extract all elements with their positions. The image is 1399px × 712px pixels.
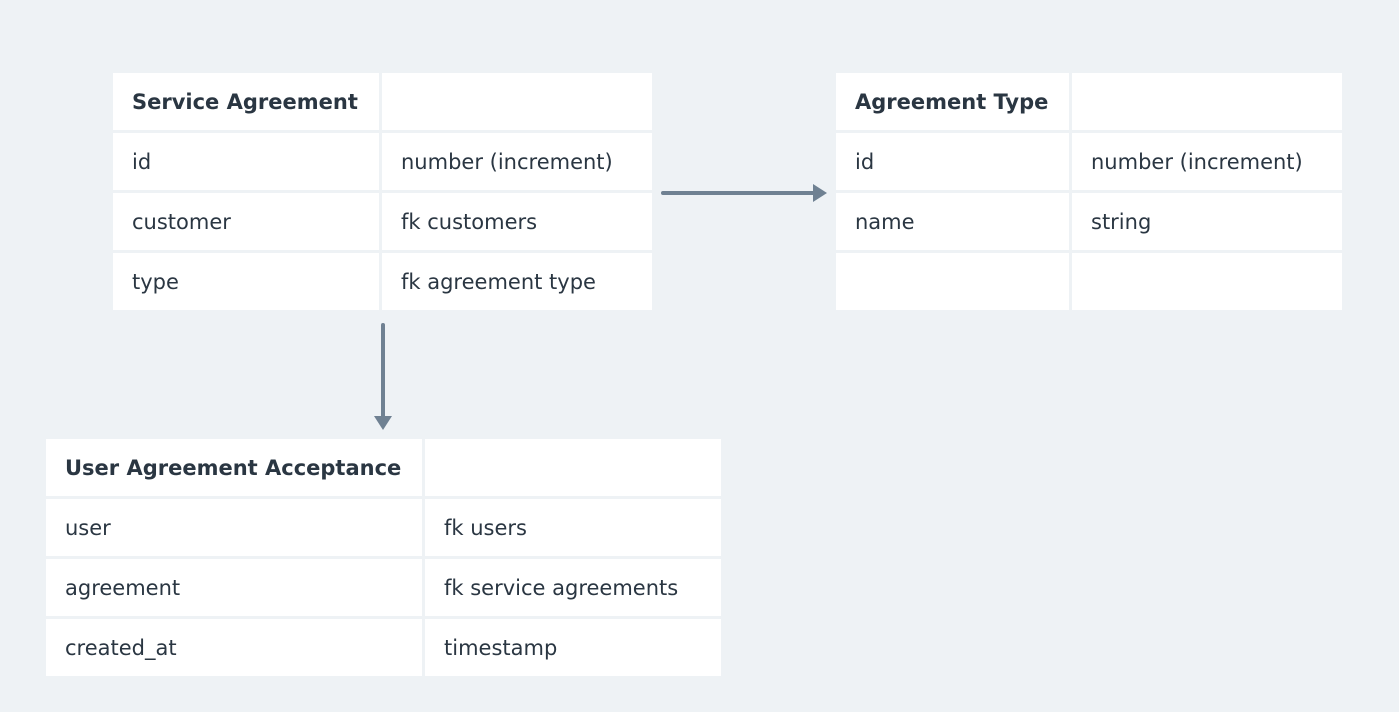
entity-service-agreement[interactable]: Service Agreement id number (increment) … [113,73,652,310]
entity-user-agreement-acceptance[interactable]: User Agreement Acceptance user fk users … [46,439,721,676]
field-type: fk customers [382,193,652,250]
entity-title: User Agreement Acceptance [46,439,422,496]
field-type: fk service agreements [425,559,721,616]
entity-title: Service Agreement [113,73,379,130]
field-type: fk users [425,499,721,556]
field-name [836,253,1069,310]
entity-agreement-type[interactable]: Agreement Type id number (increment) nam… [836,73,1342,310]
field-type: fk agreement type [382,253,652,310]
field-name: id [836,133,1069,190]
field-name: user [46,499,422,556]
connector-service-to-agreement-type [661,184,827,202]
entity-title-spacer [425,439,721,496]
field-type: number (increment) [1072,133,1342,190]
field-name: created_at [46,619,422,676]
arrowhead-down-icon [374,416,392,430]
arrowhead-right-icon [813,184,827,202]
field-type: number (increment) [382,133,652,190]
field-name: agreement [46,559,422,616]
field-name: id [113,133,379,190]
field-type: string [1072,193,1342,250]
field-name: customer [113,193,379,250]
connector-service-to-user-acceptance [374,323,392,430]
entity-title-spacer [382,73,652,130]
entity-title-spacer [1072,73,1342,130]
entity-title: Agreement Type [836,73,1069,130]
field-type [1072,253,1342,310]
field-type: timestamp [425,619,721,676]
field-name: name [836,193,1069,250]
field-name: type [113,253,379,310]
